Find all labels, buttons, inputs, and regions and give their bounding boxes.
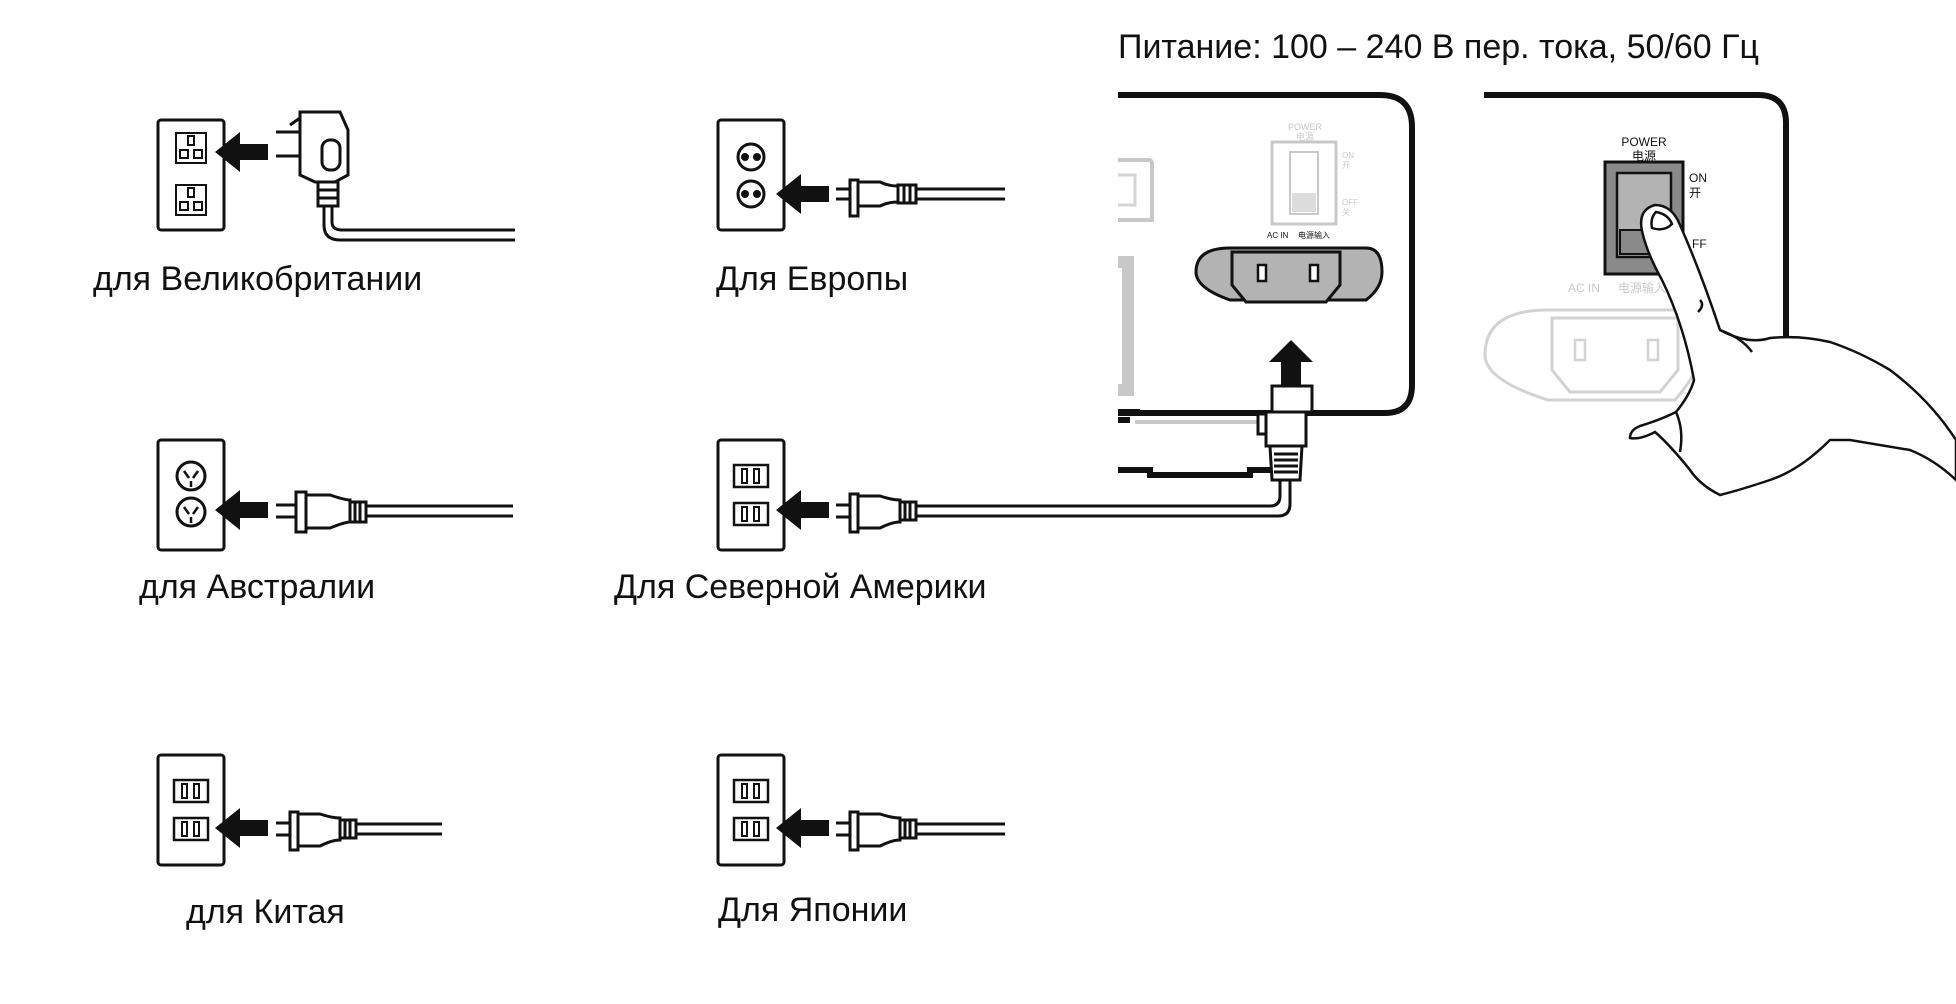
- faded-ac-in-cn-label: 电源输入: [1618, 280, 1666, 295]
- uk-plug-icon: [276, 110, 515, 242]
- australia-outlet-icon: [156, 438, 226, 552]
- faded-power-label: POWER: [1288, 122, 1323, 132]
- faded-on-label: ON: [1342, 151, 1354, 160]
- device-rear-panel-left: POWER 电源 ON 开 OFF 关 AC IN 电源输入: [1118, 92, 1415, 478]
- power-cn-label: 电源: [1632, 149, 1656, 163]
- faded-on-cn-label: 开: [1342, 161, 1350, 170]
- europe-arrow-icon: [776, 174, 829, 214]
- faded-ac-in-label: AC IN: [1568, 281, 1600, 295]
- faded-off-label: OFF: [1342, 198, 1358, 207]
- faded-power-cn-label: 电源: [1296, 131, 1314, 142]
- uk-outlet-icon: [156, 118, 226, 232]
- uk-arrow-icon: [215, 132, 268, 172]
- label-japan: Для Японии: [718, 891, 908, 929]
- australia-arrow-icon: [215, 490, 268, 530]
- australia-plug-icon: [276, 490, 513, 534]
- north-america-arrow-icon: [776, 490, 829, 530]
- europe-outlet-icon: [716, 118, 786, 232]
- iec-plug-icon: [1256, 384, 1314, 482]
- north-america-outlet-icon: [716, 438, 786, 552]
- label-north-america: Для Северной Америки: [614, 568, 987, 606]
- label-australia: для Австралии: [139, 568, 376, 606]
- power-label: POWER: [1621, 135, 1667, 149]
- japan-plug-icon: [836, 810, 1005, 852]
- china-outlet-icon: [156, 753, 226, 867]
- japan-arrow-icon: [776, 808, 829, 848]
- off-label: FF: [1692, 237, 1707, 251]
- china-plug-icon: [276, 810, 442, 852]
- label-uk: для Великобритании: [93, 260, 423, 298]
- ac-in-cn-label: 电源输入: [1298, 230, 1330, 240]
- power-cord: [916, 470, 1282, 508]
- insert-arrow-icon: [1269, 340, 1313, 386]
- on-cn-label: 开: [1689, 186, 1701, 200]
- hand-pressing-switch-icon: [1628, 203, 1956, 497]
- on-label: ON: [1689, 171, 1707, 185]
- ac-in-label: AC IN: [1267, 231, 1289, 240]
- china-arrow-icon: [215, 808, 268, 848]
- faded-off-cn-label: 关: [1342, 207, 1350, 217]
- power-spec-title: Питание: 100 – 240 В пер. тока, 50/60 Гц: [1118, 28, 1759, 66]
- europe-plug-icon: [836, 178, 1005, 218]
- japan-outlet-icon: [716, 753, 786, 867]
- label-china: для Китая: [186, 893, 345, 931]
- label-europe: Для Европы: [716, 260, 909, 298]
- north-america-plug-icon: [836, 492, 918, 534]
